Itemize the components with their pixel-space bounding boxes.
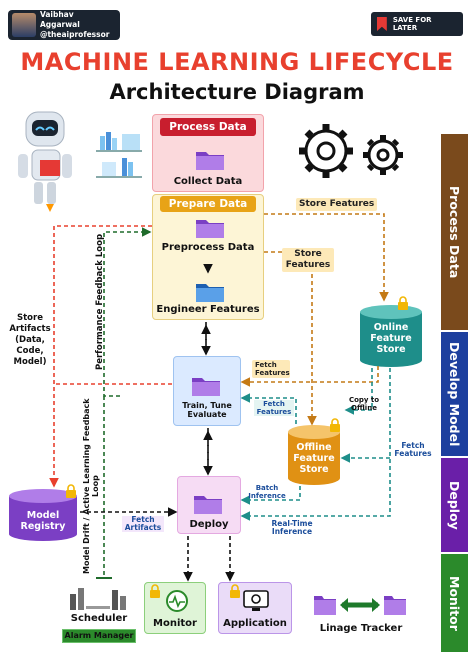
offline-feature-store-node: Offline Feature Store [293, 441, 335, 475]
edge-label-fetch-artifacts: Fetch Artifacts [122, 516, 164, 532]
offline-feature-store-cylinder [288, 425, 340, 485]
folder-icon [196, 284, 224, 302]
preprocess-data-node: Preprocess Data [161, 242, 255, 253]
edge-label-copy-to-offline: Copy to Offline [348, 396, 380, 412]
lock-icon [66, 484, 76, 498]
stage-band-develop-model: Develop Model [441, 332, 468, 456]
edge-label-batch-inference: Batch Inference [248, 484, 286, 500]
page-title: MACHINE LEARNING LIFECYCLE [20, 48, 454, 76]
edge-label-store-features: Store Features [296, 198, 378, 211]
scheduler-node: Scheduler [70, 613, 128, 624]
stage-label: Develop Model [447, 341, 462, 447]
save-for-later-button[interactable]: SAVE FOR LATER [371, 12, 463, 36]
edge-label-real-time-inference: Real-Time Inference [271, 519, 313, 536]
gears-icon [299, 124, 403, 178]
author-badge: Vaibhav Aggarwal @theaiprofessor [8, 10, 120, 40]
bookmark-icon [377, 17, 387, 31]
edge-label-drift-feedback: Model Drift / Active Learning Feedback L… [82, 396, 106, 576]
engineer-features-node: Engineer Features [156, 304, 260, 315]
data-shelves-icon [96, 132, 142, 178]
alarm-manager-node: Alarm Manager [62, 629, 136, 643]
stage-band-process-data: Process Data [441, 134, 468, 330]
prepare-data-label: Prepare Data [160, 196, 256, 212]
author-avatar [12, 13, 36, 37]
author-name: Vaibhav Aggarwal [39, 10, 80, 29]
monitor-node: Monitor [153, 618, 197, 629]
stage-label: Monitor [447, 575, 462, 631]
stage-label: Deploy [447, 480, 462, 530]
edge-label-store-features: Store Features [282, 248, 334, 272]
stage-label: Process Data [447, 185, 462, 279]
deploy-node: Deploy [189, 519, 229, 530]
performance-feedback-text: Performance Feedback Loop [95, 233, 105, 371]
stage-band-deploy: Deploy [441, 458, 468, 552]
stage-band-monitor: Monitor [441, 554, 468, 652]
edge-label-fetch-features: Fetch Features [394, 441, 432, 458]
model-registry-node: Model Registry [20, 510, 66, 532]
author-handle: @theaiprofessor [39, 30, 110, 39]
monitor-gauge-icon [166, 590, 188, 612]
save-label: SAVE FOR LATER [392, 16, 432, 32]
page-subtitle: Architecture Diagram [109, 80, 365, 104]
scheduler-icon [70, 588, 126, 610]
lineage-tracker-node: Linage Tracker [319, 623, 403, 634]
folder-icon [194, 496, 222, 514]
drift-feedback-text: Model Drift / Active Learning Feedback L… [82, 398, 100, 574]
application-icon [243, 590, 269, 611]
application-node: Application [223, 618, 287, 629]
lineage-tracker-icon [314, 596, 406, 615]
edge-label-fetch-features: Fetch Features [254, 400, 294, 416]
collect-data-node: Collect Data [173, 176, 243, 187]
lock-icon [330, 418, 340, 432]
process-data-label: Process Data [160, 118, 256, 136]
folder-icon [196, 220, 224, 238]
deploy-group [177, 476, 241, 534]
lock-icon [150, 584, 160, 598]
robot-icon [18, 111, 72, 212]
model-registry-cylinder [9, 489, 77, 541]
train-tune-evaluate-node: Train, Tune Evaluate [182, 401, 232, 419]
online-feature-store-node: Online Feature Store [370, 321, 412, 355]
lock-icon [398, 296, 408, 310]
folder-icon [196, 152, 224, 170]
edge-label-store-artifacts: Store Artifacts (Data, Code, Model) [9, 313, 51, 367]
folder-icon [192, 378, 220, 396]
lock-icon [230, 584, 240, 598]
edge-label-performance-feedback: Performance Feedback Loop [95, 222, 116, 382]
edge-label-fetch-features: Fetch Features [252, 360, 290, 378]
